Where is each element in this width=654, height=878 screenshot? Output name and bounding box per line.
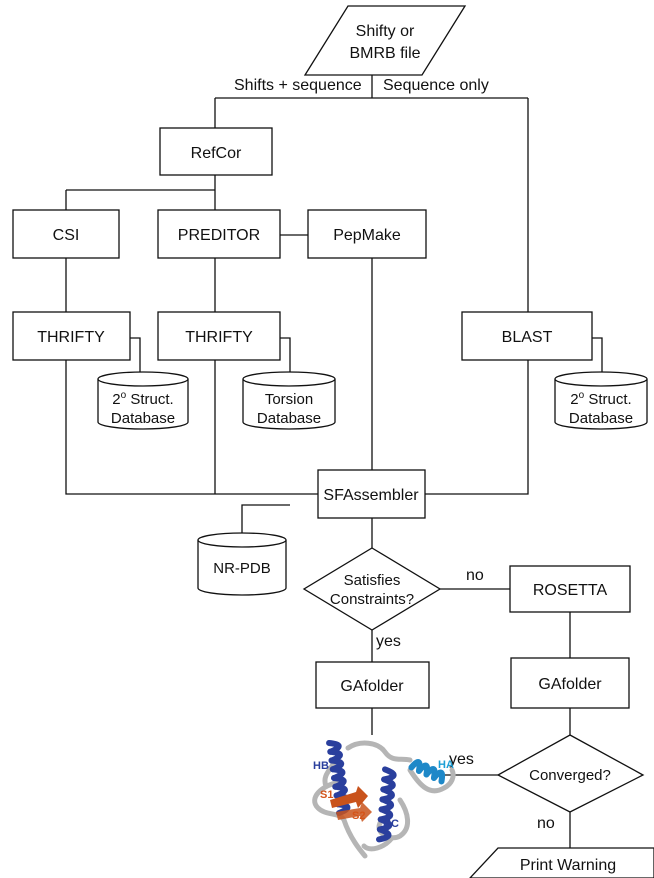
- db1-line2: Database: [111, 410, 175, 427]
- edge-label-sequence-only: Sequence only: [383, 77, 489, 94]
- gafolder2-label: GAfolder: [538, 676, 602, 693]
- preditor-node: PREDITOR: [157, 209, 281, 259]
- db2-line1: Torsion: [265, 391, 313, 408]
- svg-text:2o Struct.: 2o Struct.: [112, 390, 173, 408]
- satisfies-line2: Constraints?: [330, 591, 414, 608]
- input-label-line1: Shifty or: [356, 23, 415, 40]
- protein-strands: [330, 786, 372, 822]
- label-hb: HB: [313, 760, 329, 772]
- strand-s2: [336, 802, 372, 822]
- sfassembler-node: SFAssembler: [317, 469, 426, 519]
- thrifty1-label: THRIFTY: [37, 329, 105, 346]
- input-node: Shifty or BMRB file: [303, 5, 467, 76]
- edge-label-shifts-sequence: Shifts + sequence: [234, 77, 362, 94]
- database-torsion: Torsion Database: [242, 371, 336, 430]
- input-label-line2: BMRB file: [349, 45, 420, 62]
- db1-text-b: Struct.: [126, 391, 174, 408]
- thrifty1-node: THRIFTY: [12, 311, 131, 361]
- loop-segment: [361, 835, 395, 852]
- label-ha: HA: [438, 759, 454, 771]
- gafolder1-node: GAfolder: [315, 661, 430, 709]
- connectors: [65, 75, 603, 848]
- edge-label-no-1: no: [466, 567, 484, 584]
- csi-node: CSI: [12, 209, 120, 259]
- loop-segment: [345, 740, 413, 763]
- db3-text-b: Struct.: [584, 391, 632, 408]
- loop-segment: [407, 767, 456, 794]
- protein-structure-illustration: HB HA S1 S2 HC: [312, 739, 456, 859]
- protein-loops: [312, 740, 456, 859]
- label-hc: HC: [383, 818, 399, 830]
- satisfies-line1: Satisfies: [344, 572, 401, 589]
- blast-node: BLAST: [461, 311, 593, 361]
- edge-label-no-2: no: [537, 815, 555, 832]
- thrifty2-node: THRIFTY: [157, 311, 281, 361]
- db3-line2: Database: [569, 410, 633, 427]
- gafolder1-label: GAfolder: [340, 678, 404, 695]
- helix-hc: [376, 766, 397, 843]
- label-s2: S2: [352, 810, 365, 822]
- database-2struct-2: 2o Struct. Database: [554, 371, 648, 430]
- loop-segment: [312, 779, 368, 859]
- pepmake-node: PepMake: [307, 209, 427, 259]
- helix-ha: [408, 759, 446, 785]
- refcor-label: RefCor: [191, 145, 242, 162]
- converged-decision: Converged?: [496, 734, 645, 813]
- refcor-node: RefCor: [159, 127, 273, 176]
- pepmake-label: PepMake: [333, 227, 401, 244]
- thrifty2-label: THRIFTY: [185, 329, 253, 346]
- label-s1: S1: [320, 789, 333, 801]
- database-nrpdb: NR-PDB: [197, 532, 287, 596]
- db3-text-a: 2: [570, 391, 578, 408]
- gafolder2-node: GAfolder: [510, 657, 630, 709]
- rosetta-label: ROSETTA: [533, 582, 608, 599]
- rosetta-node: ROSETTA: [509, 565, 631, 613]
- protein-helices: [326, 739, 446, 843]
- db2-line2: Database: [257, 410, 321, 427]
- blast-label: BLAST: [502, 329, 553, 346]
- strand-s1: [330, 786, 368, 808]
- db1-sup: o: [121, 390, 127, 401]
- print-warning-node: Print Warning: [469, 847, 654, 878]
- preditor-label: PREDITOR: [178, 227, 260, 244]
- sfassembler-label: SFAssembler: [323, 487, 419, 504]
- csi-label: CSI: [53, 227, 80, 244]
- db3-sup: o: [579, 390, 585, 401]
- print-warning-label: Print Warning: [520, 857, 616, 874]
- edge-label-yes-1: yes: [376, 633, 401, 650]
- db1-text-a: 2: [112, 391, 120, 408]
- edge-label-yes-2: yes: [449, 751, 474, 768]
- satisfies-decision: Satisfies Constraints?: [302, 547, 442, 631]
- nrpdb-label: NR-PDB: [213, 560, 271, 577]
- database-2struct-1: 2o Struct. Database: [97, 371, 189, 430]
- svg-text:2o Struct.: 2o Struct.: [570, 390, 631, 408]
- converged-label: Converged?: [529, 767, 611, 784]
